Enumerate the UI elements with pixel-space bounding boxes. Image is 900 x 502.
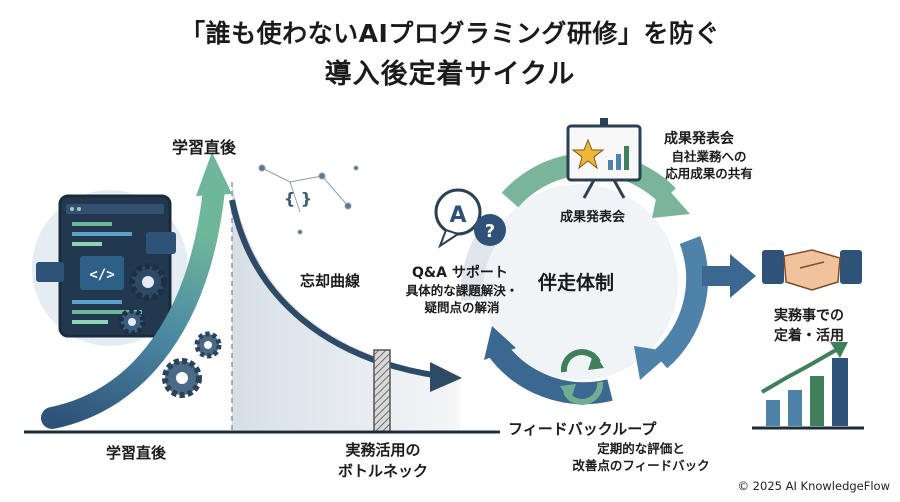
feedback-loop-text: 定期的な評価と 改善点のフィードバック	[566, 440, 716, 474]
feedback-loop-line-2: 改善点のフィードバック	[572, 458, 710, 473]
title-line-1: 「誰も使わないAIプログラミング研修」を防ぐ	[180, 19, 720, 48]
presentation-board-icon	[566, 118, 642, 199]
bottleneck-label: 実務活用の ボトルネック	[338, 440, 428, 482]
forgetting-curve-section: </>	[24, 152, 500, 434]
qa-mark: ?	[485, 221, 495, 242]
bottleneck-line-2: ボトルネック	[338, 462, 429, 480]
peak-label: 学習直後	[172, 138, 237, 157]
copyright: © 2025 AI KnowledgeFlow	[737, 479, 890, 493]
qa-support-text: 具体的な課題解決・ 疑問点の解消	[396, 282, 528, 316]
handshake-icon	[762, 249, 862, 291]
axis-left-label: 学習直後	[106, 444, 167, 462]
qa-support-line-1: 具体的な課題解決・	[405, 283, 519, 298]
qa-bubble-icon: A ?	[434, 188, 506, 249]
bottleneck-wall	[373, 349, 391, 433]
result-line-2: 定着・活用	[774, 328, 844, 344]
forgetting-curve-label: 忘却曲線	[300, 272, 361, 290]
code-window-icon-2	[146, 232, 176, 254]
title-line-2: 導入後定着サイクル	[324, 59, 576, 90]
cycle-center-label: 伴走体制	[538, 272, 615, 294]
feedback-loop-title: フィードバックループ	[508, 420, 657, 438]
forgetting-curve-line	[229, 199, 441, 379]
forgetting-arrowhead	[430, 362, 462, 392]
qa-letter: A	[449, 203, 466, 228]
result-arrow	[702, 254, 756, 298]
constellation-icon	[258, 164, 359, 235]
top-callout-title: 成果発表会	[664, 131, 734, 147]
growth-chart-icon	[752, 342, 864, 430]
code-screen-icon: </>	[58, 194, 172, 338]
code-glyph: </>	[89, 267, 114, 283]
braces-glyph: { }	[284, 189, 312, 208]
result-label: 実務事での 定着・活用	[754, 306, 864, 346]
feedback-loop-line-1: 定期的な評価と	[597, 441, 685, 456]
top-callout-line-2: 応用成果の共有	[665, 166, 753, 181]
support-cycle: A ?	[434, 118, 709, 405]
feedback-loop-icon	[560, 349, 604, 405]
cycle-top-label: 成果発表会	[560, 210, 626, 225]
learning-arrowhead	[196, 152, 232, 196]
qa-support-title: Q&A サポート	[412, 265, 508, 281]
code-window-icon	[36, 262, 64, 282]
bottleneck-line-1: 実務活用の	[345, 441, 421, 459]
cycle-arrow-right	[652, 236, 709, 369]
cycle-background	[482, 184, 678, 380]
learning-curve-arrow	[41, 179, 225, 429]
top-callout-line-1: 自社業務への	[671, 149, 747, 164]
gear-icon	[118, 263, 222, 398]
result-line-1: 実務事での	[774, 308, 844, 324]
qa-support-line-2: 疑問点の解消	[424, 300, 500, 315]
top-callout-text: 自社業務への 応用成果の共有	[646, 148, 772, 182]
